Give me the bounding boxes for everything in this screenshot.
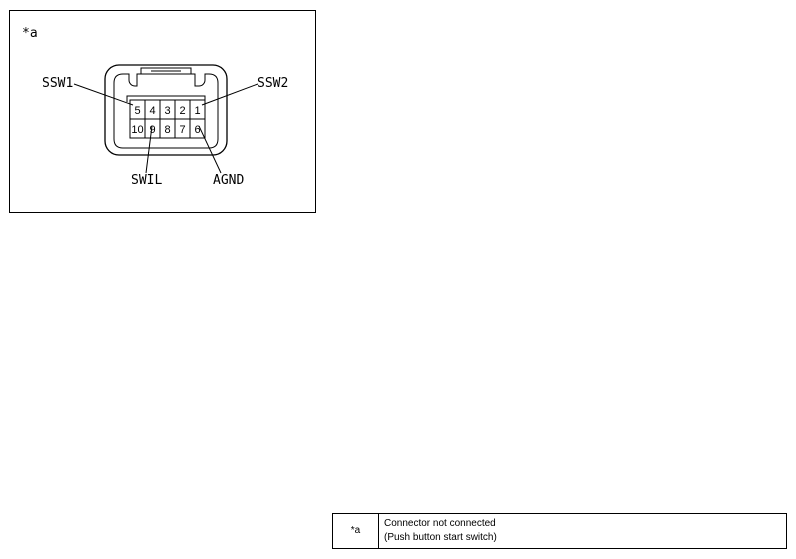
pin-label: 3 xyxy=(164,105,170,117)
pin-label: 4 xyxy=(149,105,155,117)
leader-line-ssw1 xyxy=(73,83,134,106)
connector-housing-inner xyxy=(113,73,219,149)
leader-line-ssw2 xyxy=(201,83,259,106)
label-swil: SWIL xyxy=(131,173,162,188)
connector-lock-tab xyxy=(140,67,192,75)
legend-key: *a xyxy=(333,514,379,548)
label-agnd: AGND xyxy=(213,173,244,188)
diagram-callout: *a xyxy=(22,26,38,41)
connector-housing-outer xyxy=(104,64,228,156)
legend-line-2: (Push button start switch) xyxy=(384,532,497,543)
leader-line-swil xyxy=(145,125,153,174)
legend-line-1: Connector not connected xyxy=(384,518,496,529)
pin-label: 5 xyxy=(134,105,140,117)
pin-label: 6 xyxy=(194,124,200,136)
pin-label: 2 xyxy=(179,105,185,117)
pin-area-top xyxy=(126,95,206,102)
diagram-border xyxy=(9,10,316,213)
connector-drawing: *a 5 4 3 2 1 10 9 8 7 6 SSW1 xyxy=(9,10,316,213)
legend-description: Connector not connected (Push button sta… xyxy=(379,514,502,548)
pin-label: 7 xyxy=(179,124,185,136)
connector-diagram: *a 5 4 3 2 1 10 9 8 7 6 SSW1 xyxy=(9,10,316,213)
leader-line-agnd xyxy=(198,125,222,174)
pin-label: 1 xyxy=(194,105,200,117)
label-ssw1: SSW1 xyxy=(42,76,73,91)
pin-label: 10 xyxy=(131,124,143,136)
label-ssw2: SSW2 xyxy=(257,76,288,91)
pin-label: 9 xyxy=(149,124,155,136)
legend-table: *a Connector not connected (Push button … xyxy=(332,513,787,549)
pin-label: 8 xyxy=(164,124,170,136)
